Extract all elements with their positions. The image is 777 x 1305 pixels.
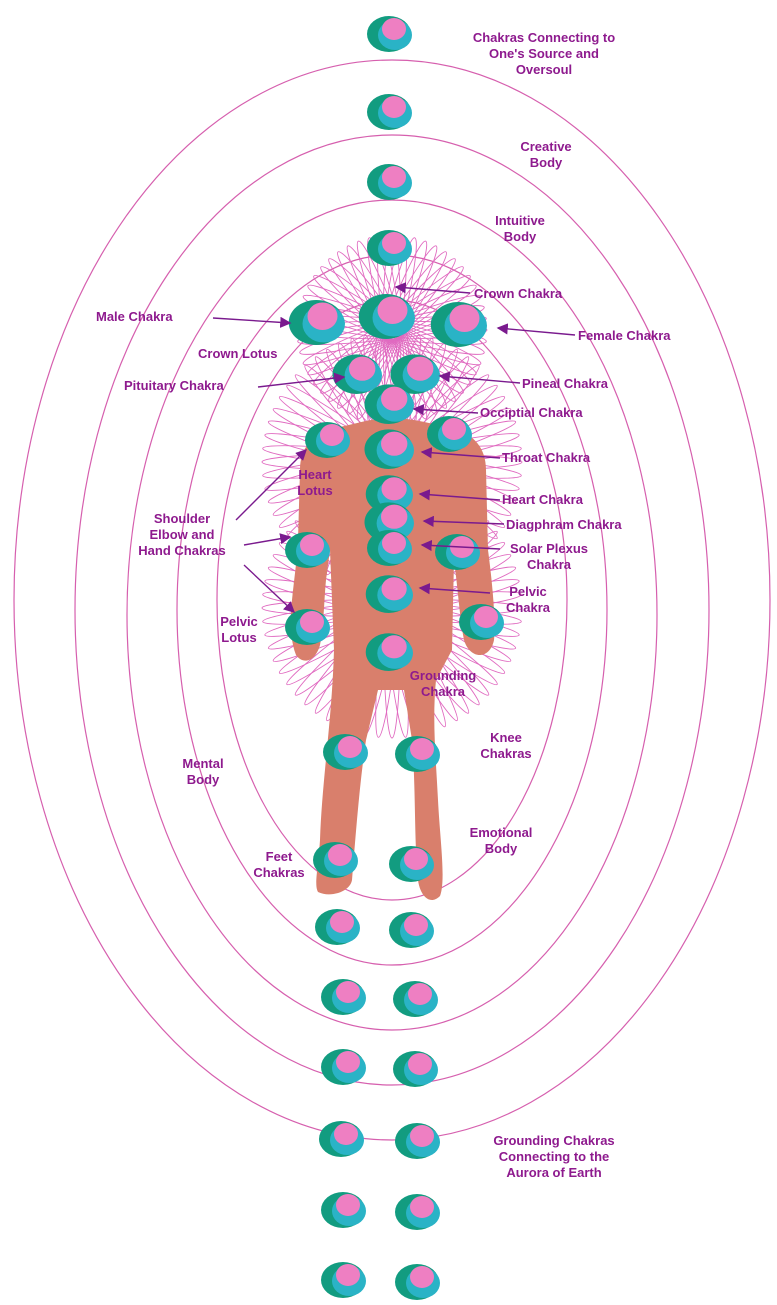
chakra-orb-icon <box>395 1194 440 1230</box>
arrow-pineal-chakra <box>440 376 520 383</box>
label-throat-chakra: Throat Chakra <box>502 450 590 466</box>
chakra-orb-icon <box>389 912 434 948</box>
label-emotional-body: Emotional Body <box>456 825 546 857</box>
arrow-male-chakra <box>213 318 290 323</box>
chakra-orb-icon <box>431 302 487 347</box>
chakra-orb-icon <box>315 909 360 945</box>
chakra-orb-icon <box>289 300 345 345</box>
label-heart-lotus: Heart Lotus <box>280 467 350 499</box>
arrow-female-chakra <box>498 328 575 335</box>
label-grounding-chakras-earth: Grounding Chakras Connecting to the Auro… <box>474 1133 634 1181</box>
chakra-orb-icon <box>321 1049 366 1085</box>
chakra-orb-icon <box>321 979 366 1015</box>
label-pituitary-chakra: Pituitary Chakra <box>124 378 224 394</box>
label-shoulder-elbow-hand: Shoulder Elbow and Hand Chakras <box>122 511 242 559</box>
chakra-orb-icon <box>393 1051 438 1087</box>
label-pelvic-lotus: Pelvic Lotus <box>204 614 274 646</box>
chakra-orb-icon <box>321 1262 366 1298</box>
chakra-orb-icon <box>367 230 412 266</box>
label-pineal-chakra: Pineal Chakra <box>522 376 608 392</box>
label-source-oversoul: Chakras Connecting to One's Source and O… <box>454 30 634 78</box>
chakra-orb-icon <box>367 164 412 200</box>
label-diaphragm-chakra: Diagphram Chakra <box>506 517 622 533</box>
label-occipital-chakra: Occiptial Chakra <box>480 405 583 421</box>
chakra-orb-icon <box>333 354 383 394</box>
label-mental-body: Mental Body <box>168 756 238 788</box>
label-feet-chakras: Feet Chakras <box>244 849 314 881</box>
label-grounding-chakra: Grounding Chakra <box>398 668 488 700</box>
chakra-orb-icon <box>319 1121 364 1157</box>
label-knee-chakras: Knee Chakras <box>466 730 546 762</box>
arrow-elbow <box>244 537 290 545</box>
label-crown-chakra: Crown Chakra <box>474 286 562 302</box>
label-female-chakra: Female Chakra <box>578 328 671 344</box>
label-intuitive-body: Intuitive Body <box>480 213 560 245</box>
label-crown-lotus: Crown Lotus <box>198 346 277 362</box>
chakra-orb-icon <box>367 16 412 52</box>
label-solar-plexus: Solar Plexus Chakra <box>494 541 604 573</box>
chakra-orb-icon <box>367 94 412 130</box>
label-male-chakra: Male Chakra <box>96 309 173 325</box>
label-pelvic-chakra: Pelvic Chakra <box>488 584 568 616</box>
chakra-orb-icon <box>395 1264 440 1300</box>
label-creative-body: Creative Body <box>506 139 586 171</box>
chakra-orb-icon <box>321 1192 366 1228</box>
chakra-orb-icon <box>395 1123 440 1159</box>
label-heart-chakra: Heart Chakra <box>502 492 583 508</box>
chakra-orb-icon <box>393 981 438 1017</box>
